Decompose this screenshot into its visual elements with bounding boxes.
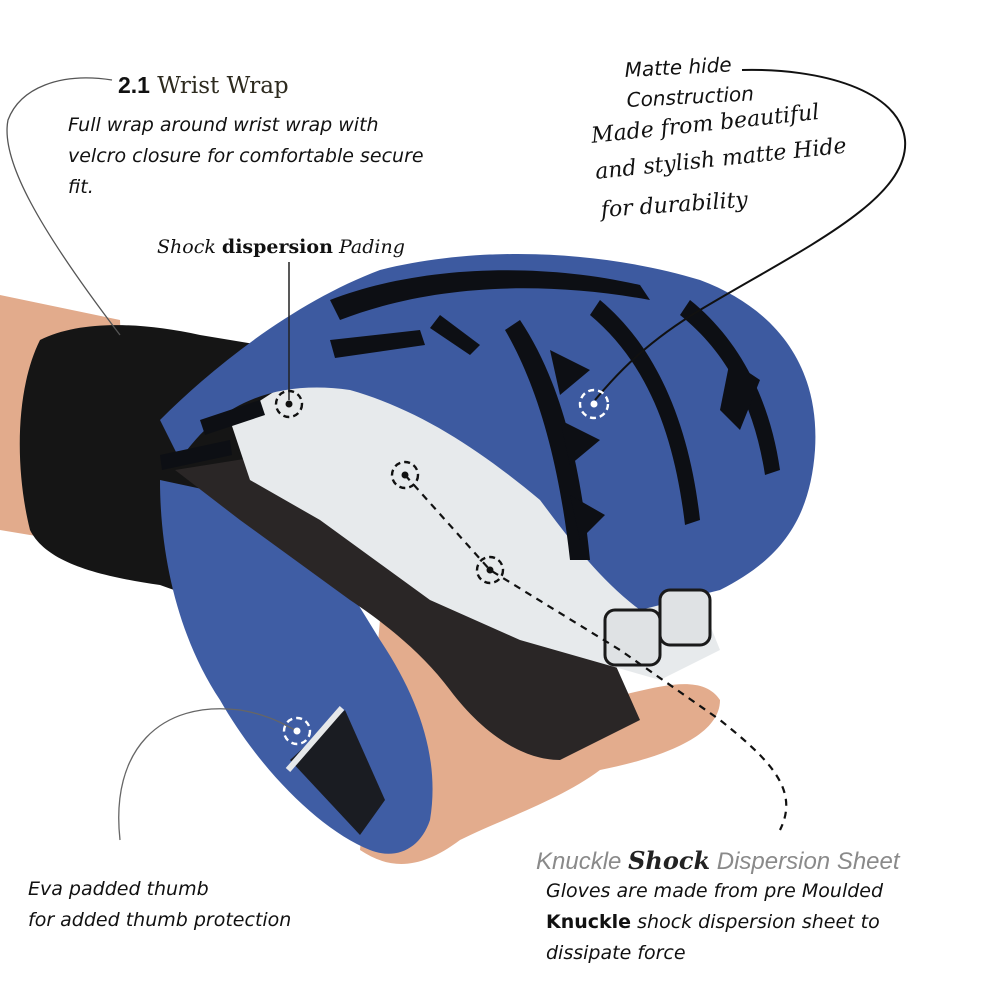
knuckle-padding [230,375,720,680]
knuckle-leader [404,474,788,831]
target-dots [285,400,494,574]
knuckle-desc-line2: Knuckle shock dispersion sheet to [546,911,880,933]
shock-padding-part3: Pading [338,236,405,258]
shock-padding-part1: Shock [157,236,216,258]
matte-hide-leader [594,68,907,401]
knuckle-sheet-title: Knuckle Shock Dispersion Sheet [536,846,900,876]
shock-padding-label: Shock dispersion Pading [157,236,405,258]
knuckle-title-part1: Knuckle [536,848,622,875]
wrist-wrap-number: 2.1 [118,72,150,98]
tribal-pattern [160,270,780,560]
knuckle-desc-rest: shock dispersion sheet to [637,911,880,933]
wrist-wrap-desc-line: fit. [68,176,94,198]
wrist-wrap-name: Wrist Wrap [157,73,289,99]
finger-pads [603,588,712,667]
target-marker-light [282,388,610,746]
knuckle-desc-line: dissipate force [546,942,686,964]
wrist-wrap-desc-line: velcro closure for comfortable secure [68,145,424,167]
wrist-wrap-leader [6,77,121,336]
target-dots-light [293,400,598,735]
target-marker [274,389,505,585]
thumb-stripe [285,706,345,772]
wrist-wrap-title: 2.1 Wrist Wrap [118,72,289,99]
wrist-wrap-desc-line: Full wrap around wrist wrap with [68,114,379,136]
knuckle-title-shock: Shock [628,846,711,875]
knuckle-bold-word: Knuckle [546,911,632,933]
thumb-leader [118,708,296,841]
eva-thumb-line: Eva padded thumb [28,878,209,900]
shock-padding-part2: dispersion [221,236,333,258]
glove-side-panel [175,450,640,760]
knuckle-desc-line: Gloves are made from pre Moulded [546,880,884,902]
eva-thumb-line: for added thumb protection [28,909,292,931]
knuckle-title-part2: Dispersion Sheet [716,848,900,875]
